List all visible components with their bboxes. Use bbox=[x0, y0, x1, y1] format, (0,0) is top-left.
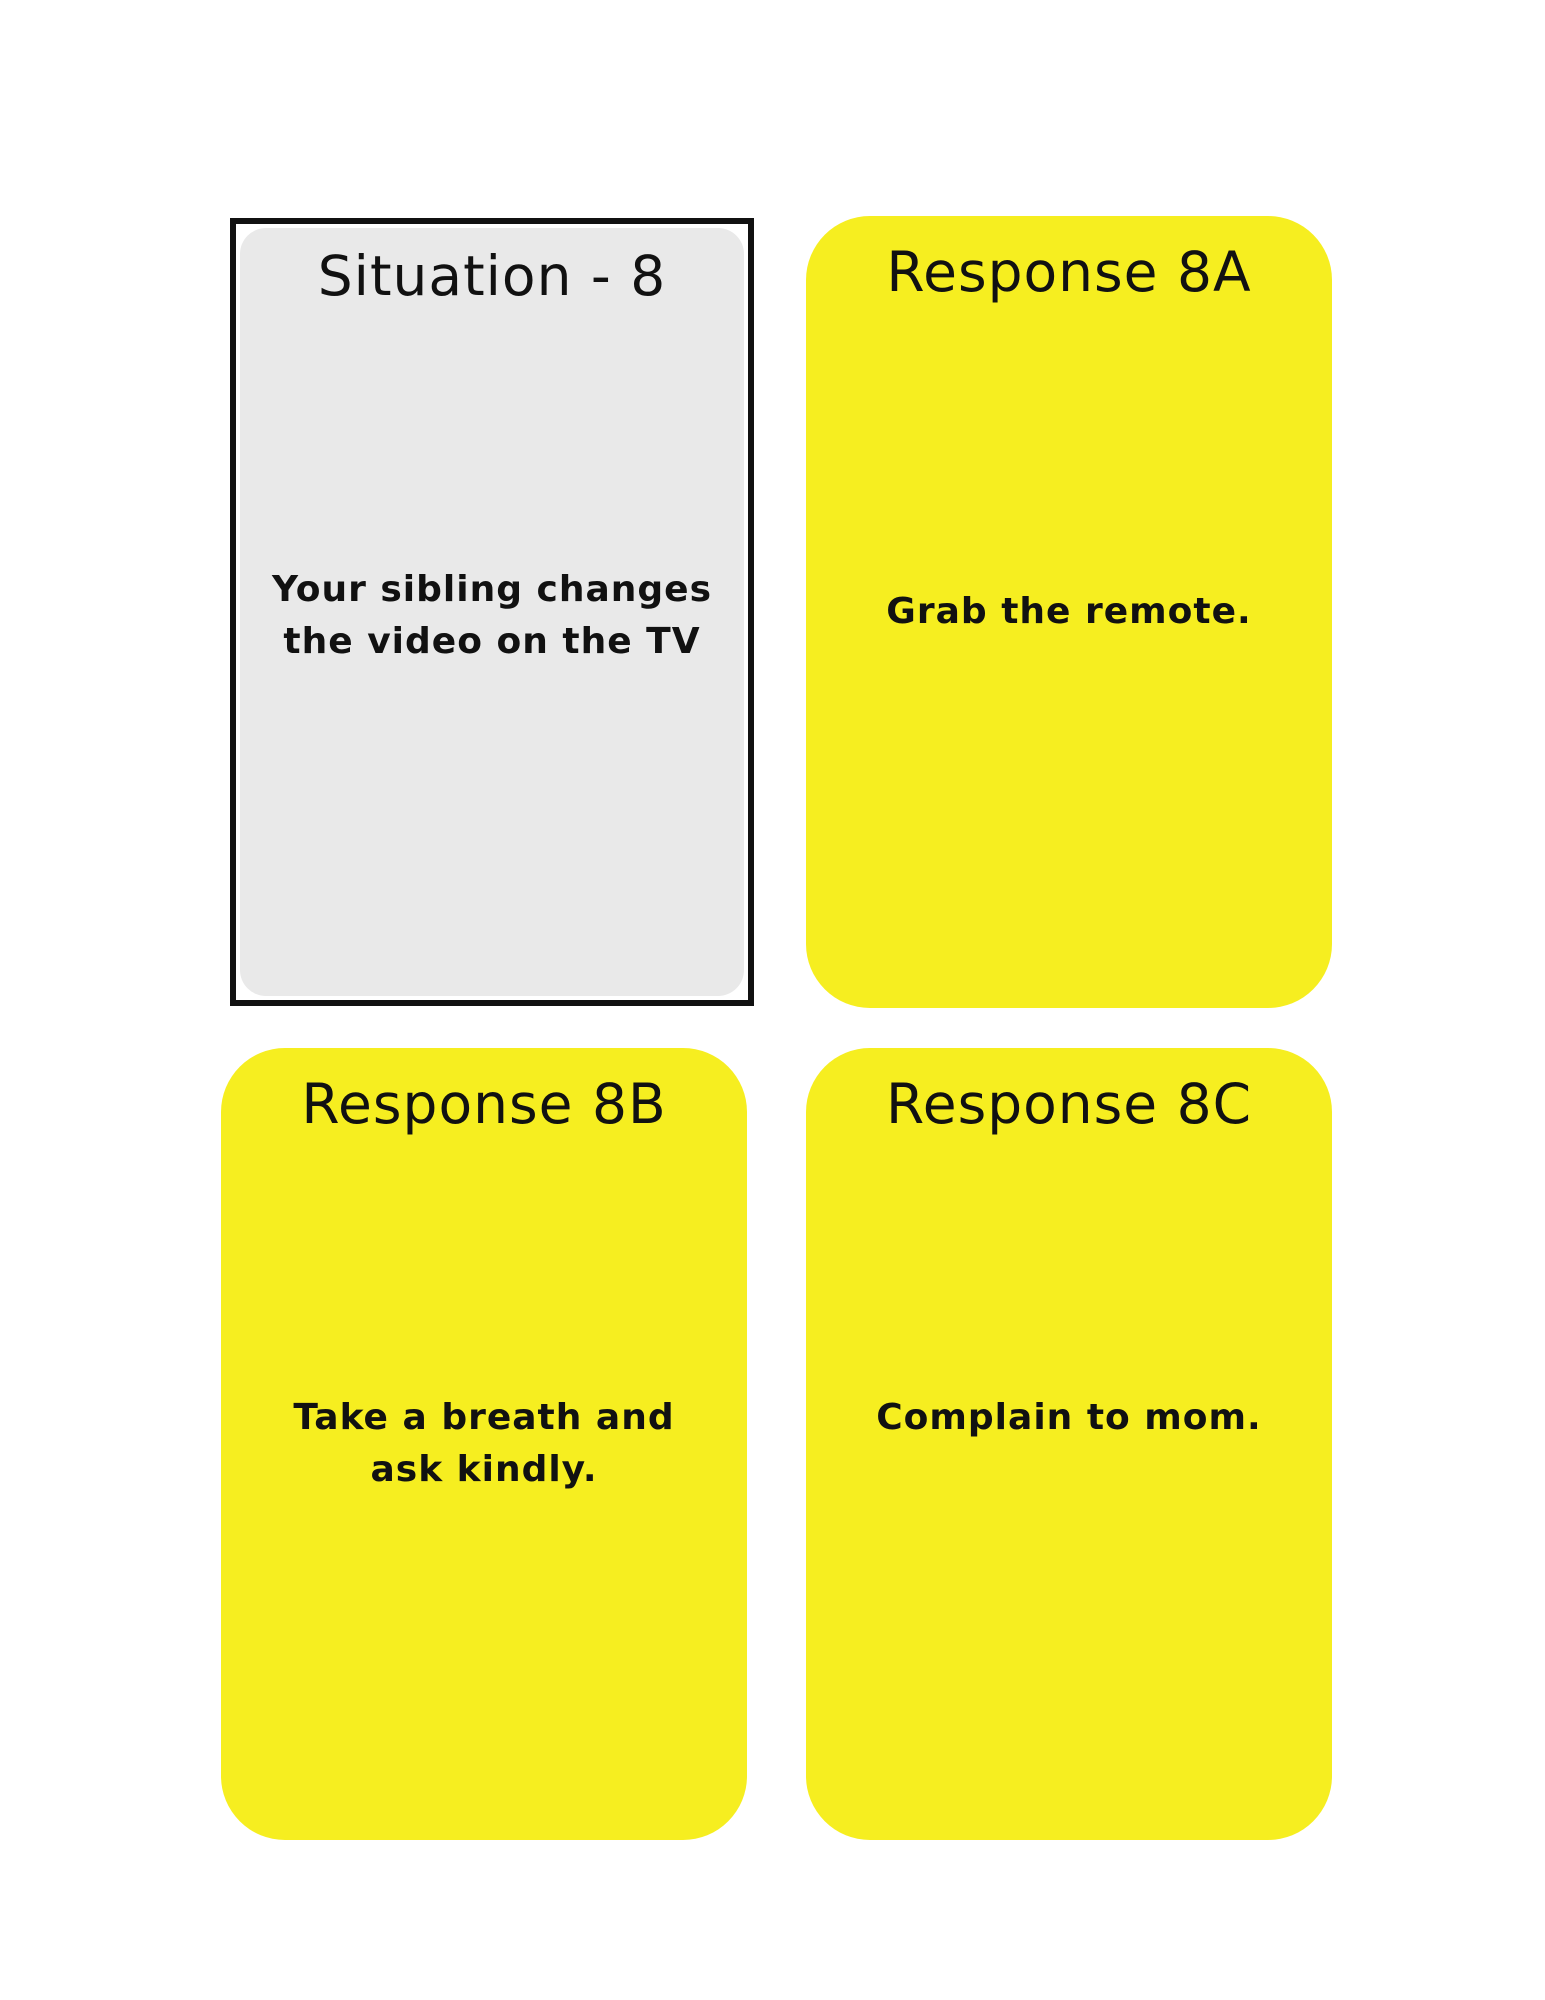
situation-card-background bbox=[240, 228, 744, 996]
response-card-8a: Response 8A Grab the remote. bbox=[806, 216, 1332, 1008]
response-card-8a-title: Response 8A bbox=[886, 240, 1252, 304]
response-card-8b-text: Take a breath and ask kindly. bbox=[293, 1397, 675, 1490]
situation-card: Situation - 8 Your sibling changes the v… bbox=[230, 218, 754, 1006]
response-card-8c-title: Response 8C bbox=[885, 1072, 1253, 1136]
response-card-8c: Response 8C Complain to mom. bbox=[806, 1048, 1332, 1840]
response-card-8a-text: Grab the remote. bbox=[886, 591, 1252, 632]
response-card-8c-text: Complain to mom. bbox=[876, 1397, 1262, 1438]
response-card-8b-title: Response 8B bbox=[301, 1072, 667, 1136]
situation-card-text: Your sibling changes the video on the TV bbox=[271, 569, 713, 662]
situation-card-title: Situation - 8 bbox=[317, 244, 667, 308]
response-card-8b: Response 8B Take a breath and ask kindly… bbox=[221, 1048, 747, 1840]
